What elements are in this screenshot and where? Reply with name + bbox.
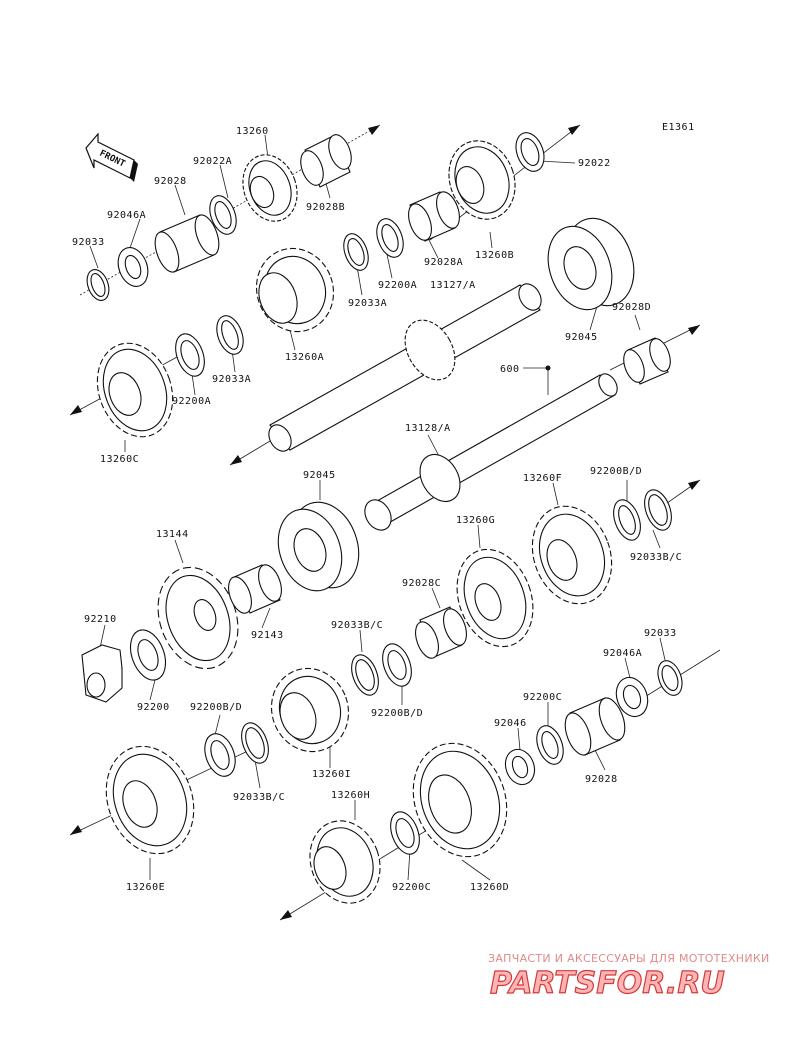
label-92046: 92046 xyxy=(494,718,527,729)
gear-13260i xyxy=(270,667,350,753)
nut-92210 xyxy=(81,644,123,703)
washer-92200a-mid xyxy=(376,218,404,258)
label-13127a: 13127/A xyxy=(430,280,476,291)
label-92200a-left: 92200A xyxy=(172,396,211,407)
gear-13260 xyxy=(242,154,298,222)
needle-bearing-92046 xyxy=(504,748,536,786)
label-92028a: 92028A xyxy=(424,257,463,268)
watermark: ЗАПЧАСТИ И АКСЕССУАРЫ ДЛЯ МОТОТЕХНИКИ PA… xyxy=(488,952,770,1002)
circlip-92033bc-right xyxy=(644,489,672,531)
label-92028-bottom: 92028 xyxy=(585,774,618,785)
label-92200c-right: 92200C xyxy=(523,692,562,703)
needle-bearing-92028b xyxy=(300,134,352,188)
washer-92022a xyxy=(209,195,237,235)
gear-13260e xyxy=(105,745,195,855)
label-92200: 92200 xyxy=(137,702,170,713)
needle-bearing-92028c xyxy=(415,606,467,659)
label-92033-top: 92033 xyxy=(72,237,105,248)
label-13260c: 13260C xyxy=(100,454,139,465)
label-13260a: 13260A xyxy=(285,352,324,363)
input-shaft-13128a xyxy=(364,373,618,531)
label-13260d: 13260D xyxy=(470,882,509,893)
front-arrow-icon: FRONT xyxy=(85,132,138,182)
ball-bearing-92045-top xyxy=(547,217,635,311)
label-600: 600 xyxy=(500,364,520,375)
label-92045-mid: 92045 xyxy=(303,470,336,481)
circlip-92033a-mid xyxy=(343,233,369,271)
gear-13260d xyxy=(412,742,508,858)
circlip-92033bc-left xyxy=(241,722,269,764)
label-92143: 92143 xyxy=(251,630,284,641)
label-92033bc-left: 92033B/C xyxy=(233,792,285,803)
label-92200a-mid: 92200A xyxy=(378,280,417,291)
label-13128a: 13128/A xyxy=(405,423,451,434)
sprocket-13144 xyxy=(157,566,239,670)
collar-92143 xyxy=(228,564,282,614)
label-92046a-top: 92046A xyxy=(107,210,146,221)
bushing-92028d xyxy=(623,337,671,385)
label-13260: 13260 xyxy=(236,126,269,137)
label-92028d: 92028D xyxy=(612,302,651,313)
needle-bearing-92046a-top xyxy=(117,247,149,287)
washer-92200a-left xyxy=(175,333,205,377)
label-92028: 92028 xyxy=(154,176,187,187)
washer-92200c-bottom xyxy=(390,811,420,855)
watermark-brand: PARTSFOR.RU xyxy=(490,966,725,1001)
label-13260e: 13260E xyxy=(126,882,165,893)
gear-13260f xyxy=(531,505,613,605)
gear-13260c xyxy=(96,342,174,438)
label-92033a-mid: 92033A xyxy=(348,298,387,309)
label-92200bd-left: 92200B/D xyxy=(190,702,242,713)
label-13260g: 13260G xyxy=(456,515,495,526)
needle-bearing-92046a-right xyxy=(615,676,649,718)
bushing-92028a xyxy=(408,191,460,242)
washer-92022 xyxy=(515,132,545,172)
washer-92200c-right xyxy=(536,725,564,765)
label-92033-right: 92033 xyxy=(644,628,677,639)
label-92200bd-mid: 92200B/D xyxy=(371,708,423,719)
label-13260h: 13260H xyxy=(331,790,370,801)
label-13260b: 13260B xyxy=(475,250,514,261)
collar-92028-top xyxy=(154,214,220,273)
washer-92200bd-left xyxy=(204,733,236,777)
label-13260f: 13260F xyxy=(523,473,562,484)
washer-92200 xyxy=(129,629,167,681)
label-92028b: 92028B xyxy=(306,202,345,213)
circlip-92033bc-mid xyxy=(351,654,379,696)
label-92028c: 92028C xyxy=(402,578,441,589)
label-92046a-right: 92046A xyxy=(603,648,642,659)
label-92200c-bottom: 92200C xyxy=(392,882,431,893)
collar-92028-bottom xyxy=(564,697,626,756)
label-13144: 13144 xyxy=(156,529,189,540)
label-92033a-left: 92033A xyxy=(212,374,251,385)
label-92200bd-right: 92200B/D xyxy=(590,466,642,477)
label-92033bc-right: 92033B/C xyxy=(630,552,682,563)
washer-92200bd-mid xyxy=(382,643,412,687)
label-92022: 92022 xyxy=(578,158,611,169)
label-92022a: 92022A xyxy=(193,156,232,167)
circlip-92033-right xyxy=(657,660,683,696)
circlip-92033-top xyxy=(86,269,110,301)
label-92210: 92210 xyxy=(84,614,117,625)
label-92045-top: 92045 xyxy=(565,332,598,343)
label-13260i: 13260I xyxy=(312,769,351,780)
circlip-92033a-left xyxy=(216,315,244,355)
ball-bearing-92045-mid xyxy=(277,501,360,592)
leader-lines xyxy=(89,134,666,881)
gear-13260a xyxy=(255,247,335,333)
watermark-tagline: ЗАПЧАСТИ И АКСЕССУАРЫ ДЛЯ МОТОТЕХНИКИ xyxy=(488,952,770,965)
gear-13260g xyxy=(456,548,534,648)
gear-13260h xyxy=(309,820,381,904)
washer-92200bd-right xyxy=(613,499,641,541)
diagram-code: E1361 xyxy=(662,122,695,133)
label-92033bc-mid: 92033B/C xyxy=(331,620,383,631)
gear-13260b xyxy=(448,140,516,220)
part-labels: 13260 92022A 92028 92046A 92033 92028B 9… xyxy=(72,126,682,893)
output-shaft-13127a xyxy=(268,283,542,452)
